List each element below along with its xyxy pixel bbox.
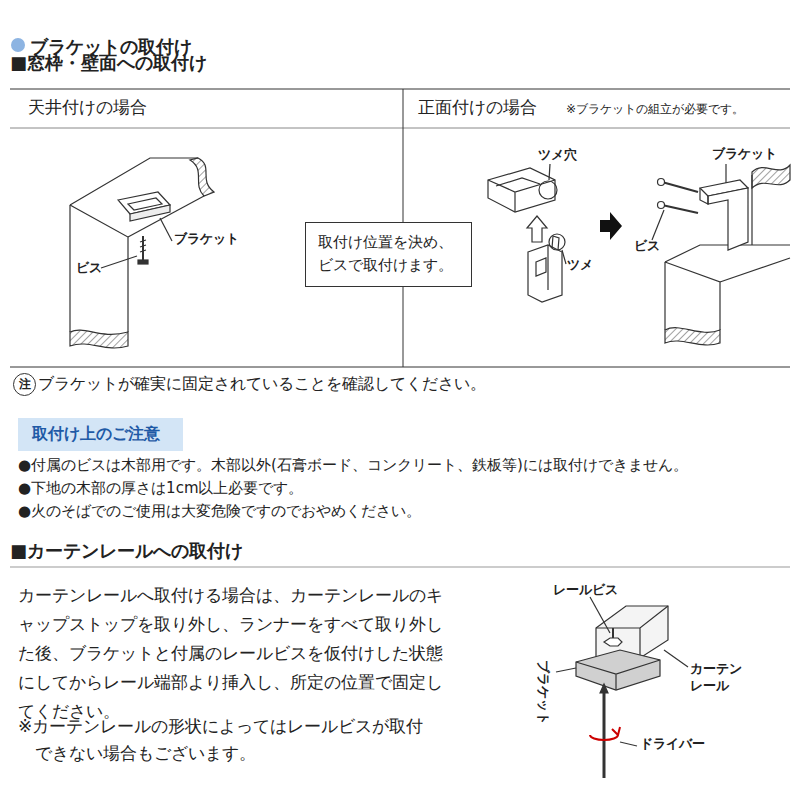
note-circle: 注 [13, 373, 36, 396]
node-text: 取付け上のご注意 [32, 424, 169, 445]
part-label: ツメ穴 [538, 147, 577, 163]
bracket-parts [488, 164, 566, 302]
node-text: 取付け位置を決め、ビスで取付けます。 [318, 231, 459, 278]
section-heading: ■窓枠・壁面への取付け [10, 52, 207, 75]
part-label: ブラケット [712, 146, 777, 162]
caution-band: 取付け上のご注意 [18, 418, 183, 451]
ceiling-frame [70, 158, 214, 348]
part-label: ビス [76, 260, 102, 276]
column-header: 天井付けの場合 [28, 97, 147, 118]
step-arrow [600, 212, 622, 240]
part-label: レールビス [553, 582, 618, 598]
caution-item: ●火のそばでのご使用は大変危険ですのでおやめください。 [18, 502, 421, 521]
part-label: ブラケット [174, 231, 239, 247]
table-lines [10, 89, 790, 567]
note: ブラケットが確実に固定されていることを確認してください。 [38, 374, 486, 394]
caution-item: ●付属のビスは木部用です。木部以外(石膏ボード、コンクリート、鉄板等)には取付け… [18, 456, 688, 475]
instruction-box: 取付け位置を決め、ビスで取付けます。 [305, 222, 472, 287]
part-label: ビス [634, 238, 660, 254]
front-frame [652, 164, 790, 345]
body-text: カーテンレールへ取付ける場合は、カーテンレールのキャップストップを取り外し、ラン… [18, 581, 448, 726]
title-dot [11, 38, 25, 52]
note: ※ブラケットの組立が必要です。 [566, 102, 744, 117]
note: ※カーテンレールの形状によってはレールビスが取付できない場合もございます。 [18, 713, 438, 767]
section-heading: ■カーテンレールへの取付け [10, 540, 243, 563]
node-text: 注 [14, 374, 35, 394]
caution-item: ●下地の木部の厚さは1cm以上必要です。 [18, 479, 304, 498]
part-label: カーテン レール [690, 660, 748, 694]
part-label: ドライバー [640, 736, 705, 752]
part-label: ツメ [567, 257, 593, 273]
part-label: ブラケット [535, 660, 551, 725]
column-header: 正面付けの場合 [418, 97, 537, 118]
